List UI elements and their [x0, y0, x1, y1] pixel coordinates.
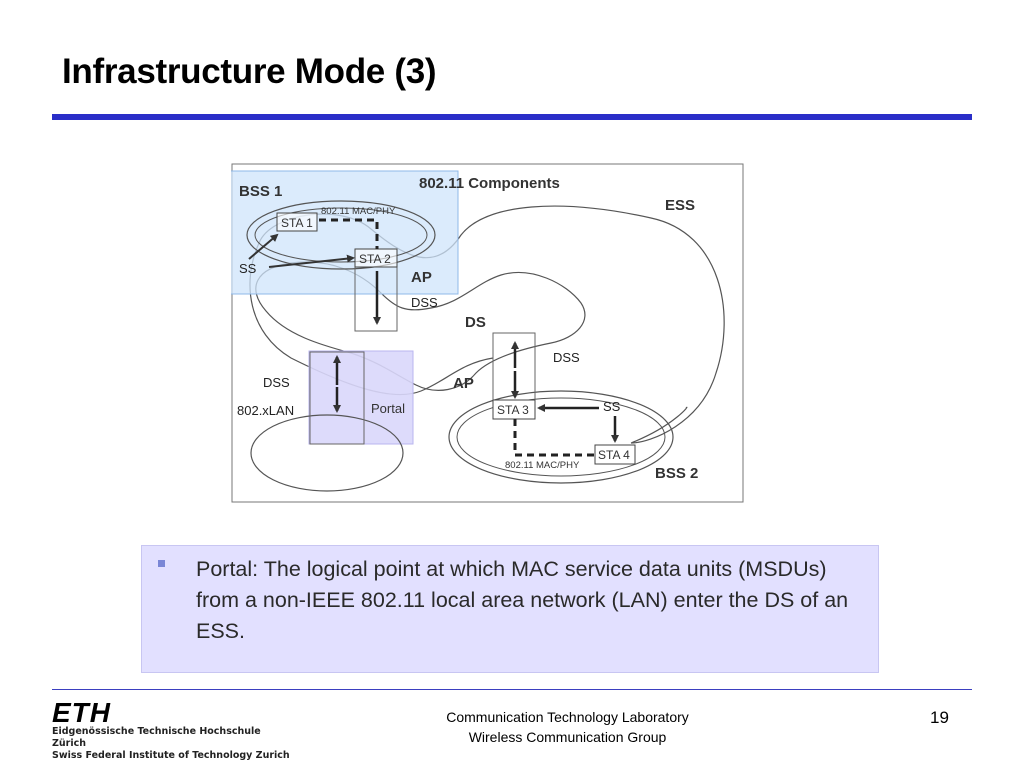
bss2-label: BSS 2 — [655, 465, 698, 482]
footer-lab-line1: Communication Technology Laboratory — [446, 709, 689, 725]
xlan-label: 802.xLAN — [237, 403, 294, 418]
portal-highlight — [308, 350, 414, 445]
sta1-box — [276, 212, 318, 232]
mac-phy-bottom-label: 802.11 MAC/PHY — [505, 460, 580, 471]
mac-phy-link-top — [319, 218, 379, 249]
footer-lab-info: Communication Technology Laboratory Wire… — [400, 707, 735, 747]
dss-top-label: DSS — [411, 295, 438, 310]
ss-arrow-sta2 — [268, 254, 355, 268]
diagram-title: 802.11 Components — [419, 175, 560, 192]
ss-bottom-label: SS — [603, 399, 621, 414]
eth-logo-line-de: Eidgenössische Technische Hochschule Zür… — [52, 726, 261, 749]
components-diagram: 802.11 Components BSS 1 ESS 802.11 MAC/P… — [231, 163, 744, 503]
xlan-ellipse — [250, 414, 404, 492]
bss1-label: BSS 1 — [239, 183, 282, 200]
footer-lab-line2: Wireless Communication Group — [468, 729, 667, 745]
sta3-label: STA 3 — [497, 403, 529, 417]
portal-note-box: Portal: The logical point at which MAC s… — [141, 545, 879, 673]
ds-label: DS — [465, 314, 486, 331]
slide-title: Infrastructure Mode (3) — [62, 52, 437, 91]
bss1-highlight — [231, 170, 459, 295]
mac-phy-top-label: 802.11 MAC/PHY — [321, 206, 396, 217]
eth-logo-line-en: Swiss Federal Institute of Technology Zu… — [52, 750, 290, 761]
bss2-outer-ellipse — [448, 390, 674, 484]
dss-mid-label: DSS — [553, 350, 580, 365]
ess-label: ESS — [665, 197, 695, 214]
sta1-label: STA 1 — [281, 216, 313, 230]
footer-rule — [52, 689, 972, 690]
ap-bottom-label: AP — [453, 375, 474, 392]
dss-left-label: DSS — [263, 375, 290, 390]
portal-box — [309, 351, 365, 445]
portal-label: Portal — [371, 401, 405, 416]
bss2-inner-ellipse — [456, 397, 666, 477]
bullet-square-icon — [158, 560, 165, 567]
eth-logo-mark: ETH — [52, 697, 111, 728]
sta4-box — [594, 444, 636, 465]
sta4-label: STA 4 — [598, 448, 630, 462]
eth-logo: ETH Eidgenössische Technische Hochschule… — [52, 697, 292, 762]
bss1-inner-ellipse — [254, 207, 428, 263]
portal-note-text: Portal: The logical point at which MAC s… — [196, 557, 849, 643]
mac-phy-link-bottom — [513, 419, 595, 457]
sta2-label: STA 2 — [359, 252, 391, 266]
ss-top-label: SS — [239, 261, 257, 276]
page-number: 19 — [930, 708, 949, 727]
bss1-outer-ellipse — [246, 200, 436, 270]
ss-arrow-sta1 — [248, 233, 279, 260]
ap-top-label: AP — [411, 269, 432, 286]
title-rule — [52, 114, 972, 120]
